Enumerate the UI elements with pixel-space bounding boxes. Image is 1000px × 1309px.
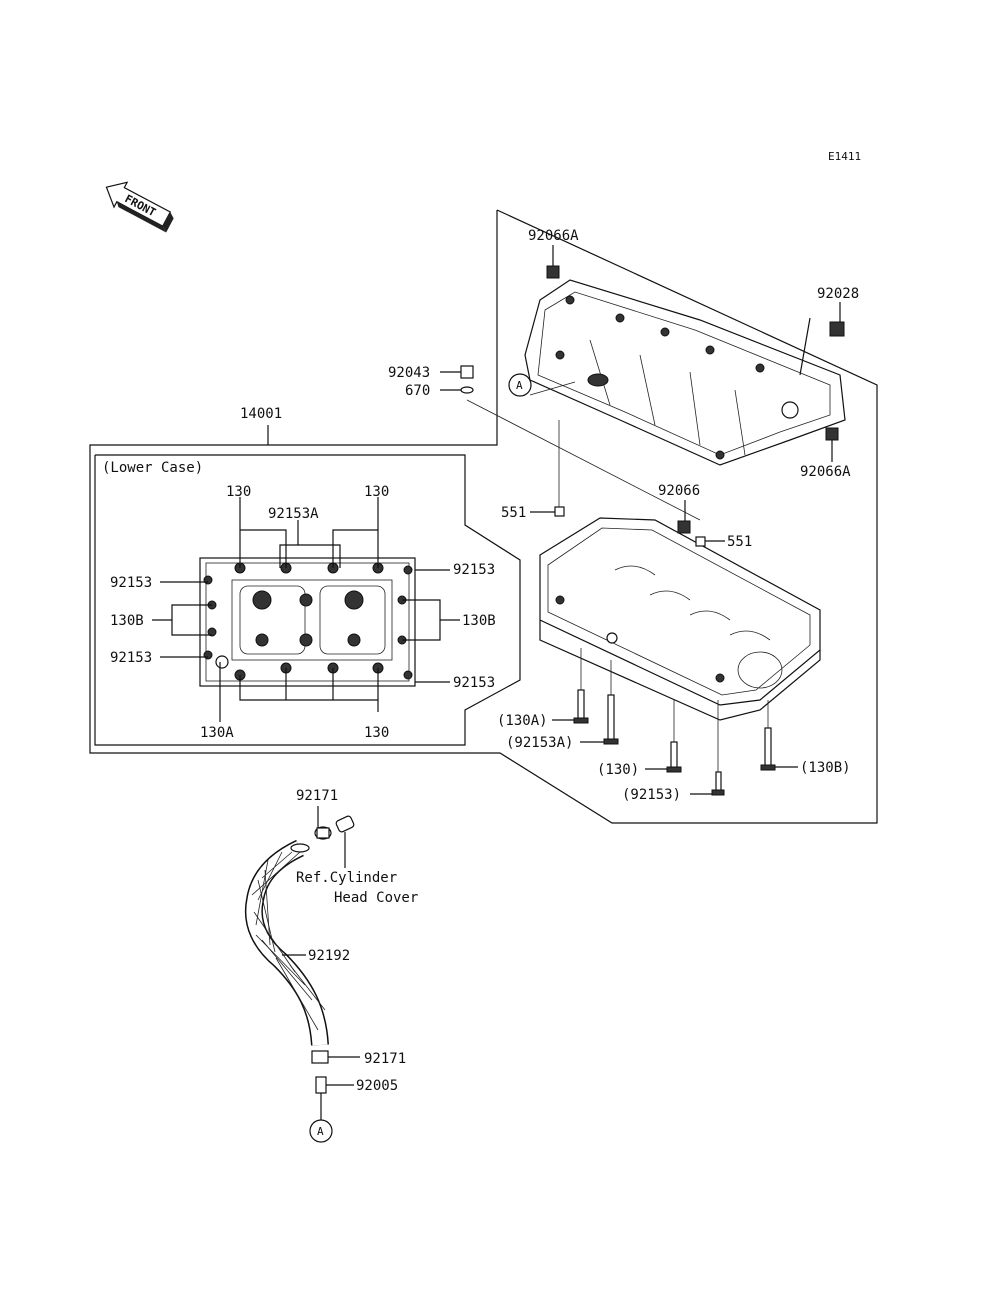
label-inset-92153-r1: 92153 <box>453 562 495 578</box>
breather-hose <box>244 839 329 1046</box>
inset-title: (Lower Case) <box>102 460 203 476</box>
label-inset-92153A: 92153A <box>268 506 319 522</box>
inset-box <box>94 454 521 746</box>
diagram-code: E1411 <box>828 150 861 163</box>
label-inset-130B-l: 130B <box>110 613 144 629</box>
lower-crankcase <box>539 517 821 721</box>
label-92153A-paren: (92153A) <box>506 735 573 751</box>
callout-a-top: A <box>508 373 532 397</box>
svg-text:A: A <box>317 1125 324 1138</box>
label-92066A-top: 92066A <box>528 228 579 244</box>
front-arrow-icon: FRONT <box>105 181 174 233</box>
assembly-part-no: 14001 <box>240 406 282 422</box>
lower-case-top-view <box>199 557 416 687</box>
label-92192: 92192 <box>308 948 350 964</box>
reference-line1: Ref.Cylinder <box>296 870 397 886</box>
label-inset-130B-r: 130B <box>462 613 496 629</box>
label-inset-92153-l1: 92153 <box>110 575 152 591</box>
label-551-right: 551 <box>727 534 752 550</box>
label-inset-92153-r2: 92153 <box>453 675 495 691</box>
label-92066: 92066 <box>658 483 700 499</box>
inset-leaders <box>152 497 460 722</box>
label-130B-paren: (130B) <box>800 760 851 776</box>
label-inset-130-tl: 130 <box>226 484 251 500</box>
label-92066A-right: 92066A <box>800 464 851 480</box>
svg-text:A: A <box>516 379 523 392</box>
label-92171-top: 92171 <box>296 788 338 804</box>
label-130-paren: (130) <box>597 762 639 778</box>
label-inset-130-b: 130 <box>364 725 389 741</box>
label-670: 670 <box>405 383 430 399</box>
bolts <box>552 648 798 796</box>
label-92171-bottom: 92171 <box>364 1051 406 1067</box>
label-551-left: 551 <box>501 505 526 521</box>
label-130A-paren: (130A) <box>497 713 548 729</box>
reference-line2: Head Cover <box>334 890 418 906</box>
label-inset-130-tr: 130 <box>364 484 389 500</box>
label-92028: 92028 <box>817 286 859 302</box>
label-92043: 92043 <box>388 365 430 381</box>
label-92153-paren: (92153) <box>622 787 681 803</box>
callout-a-bottom: A <box>309 1119 333 1143</box>
hose-clamps <box>311 806 360 1120</box>
upper-crankcase <box>524 279 846 466</box>
label-inset-92153-l2: 92153 <box>110 650 152 666</box>
label-92005: 92005 <box>356 1078 398 1094</box>
assembly-outline <box>89 209 878 824</box>
small-parts <box>440 245 845 547</box>
label-inset-130A: 130A <box>200 725 234 741</box>
